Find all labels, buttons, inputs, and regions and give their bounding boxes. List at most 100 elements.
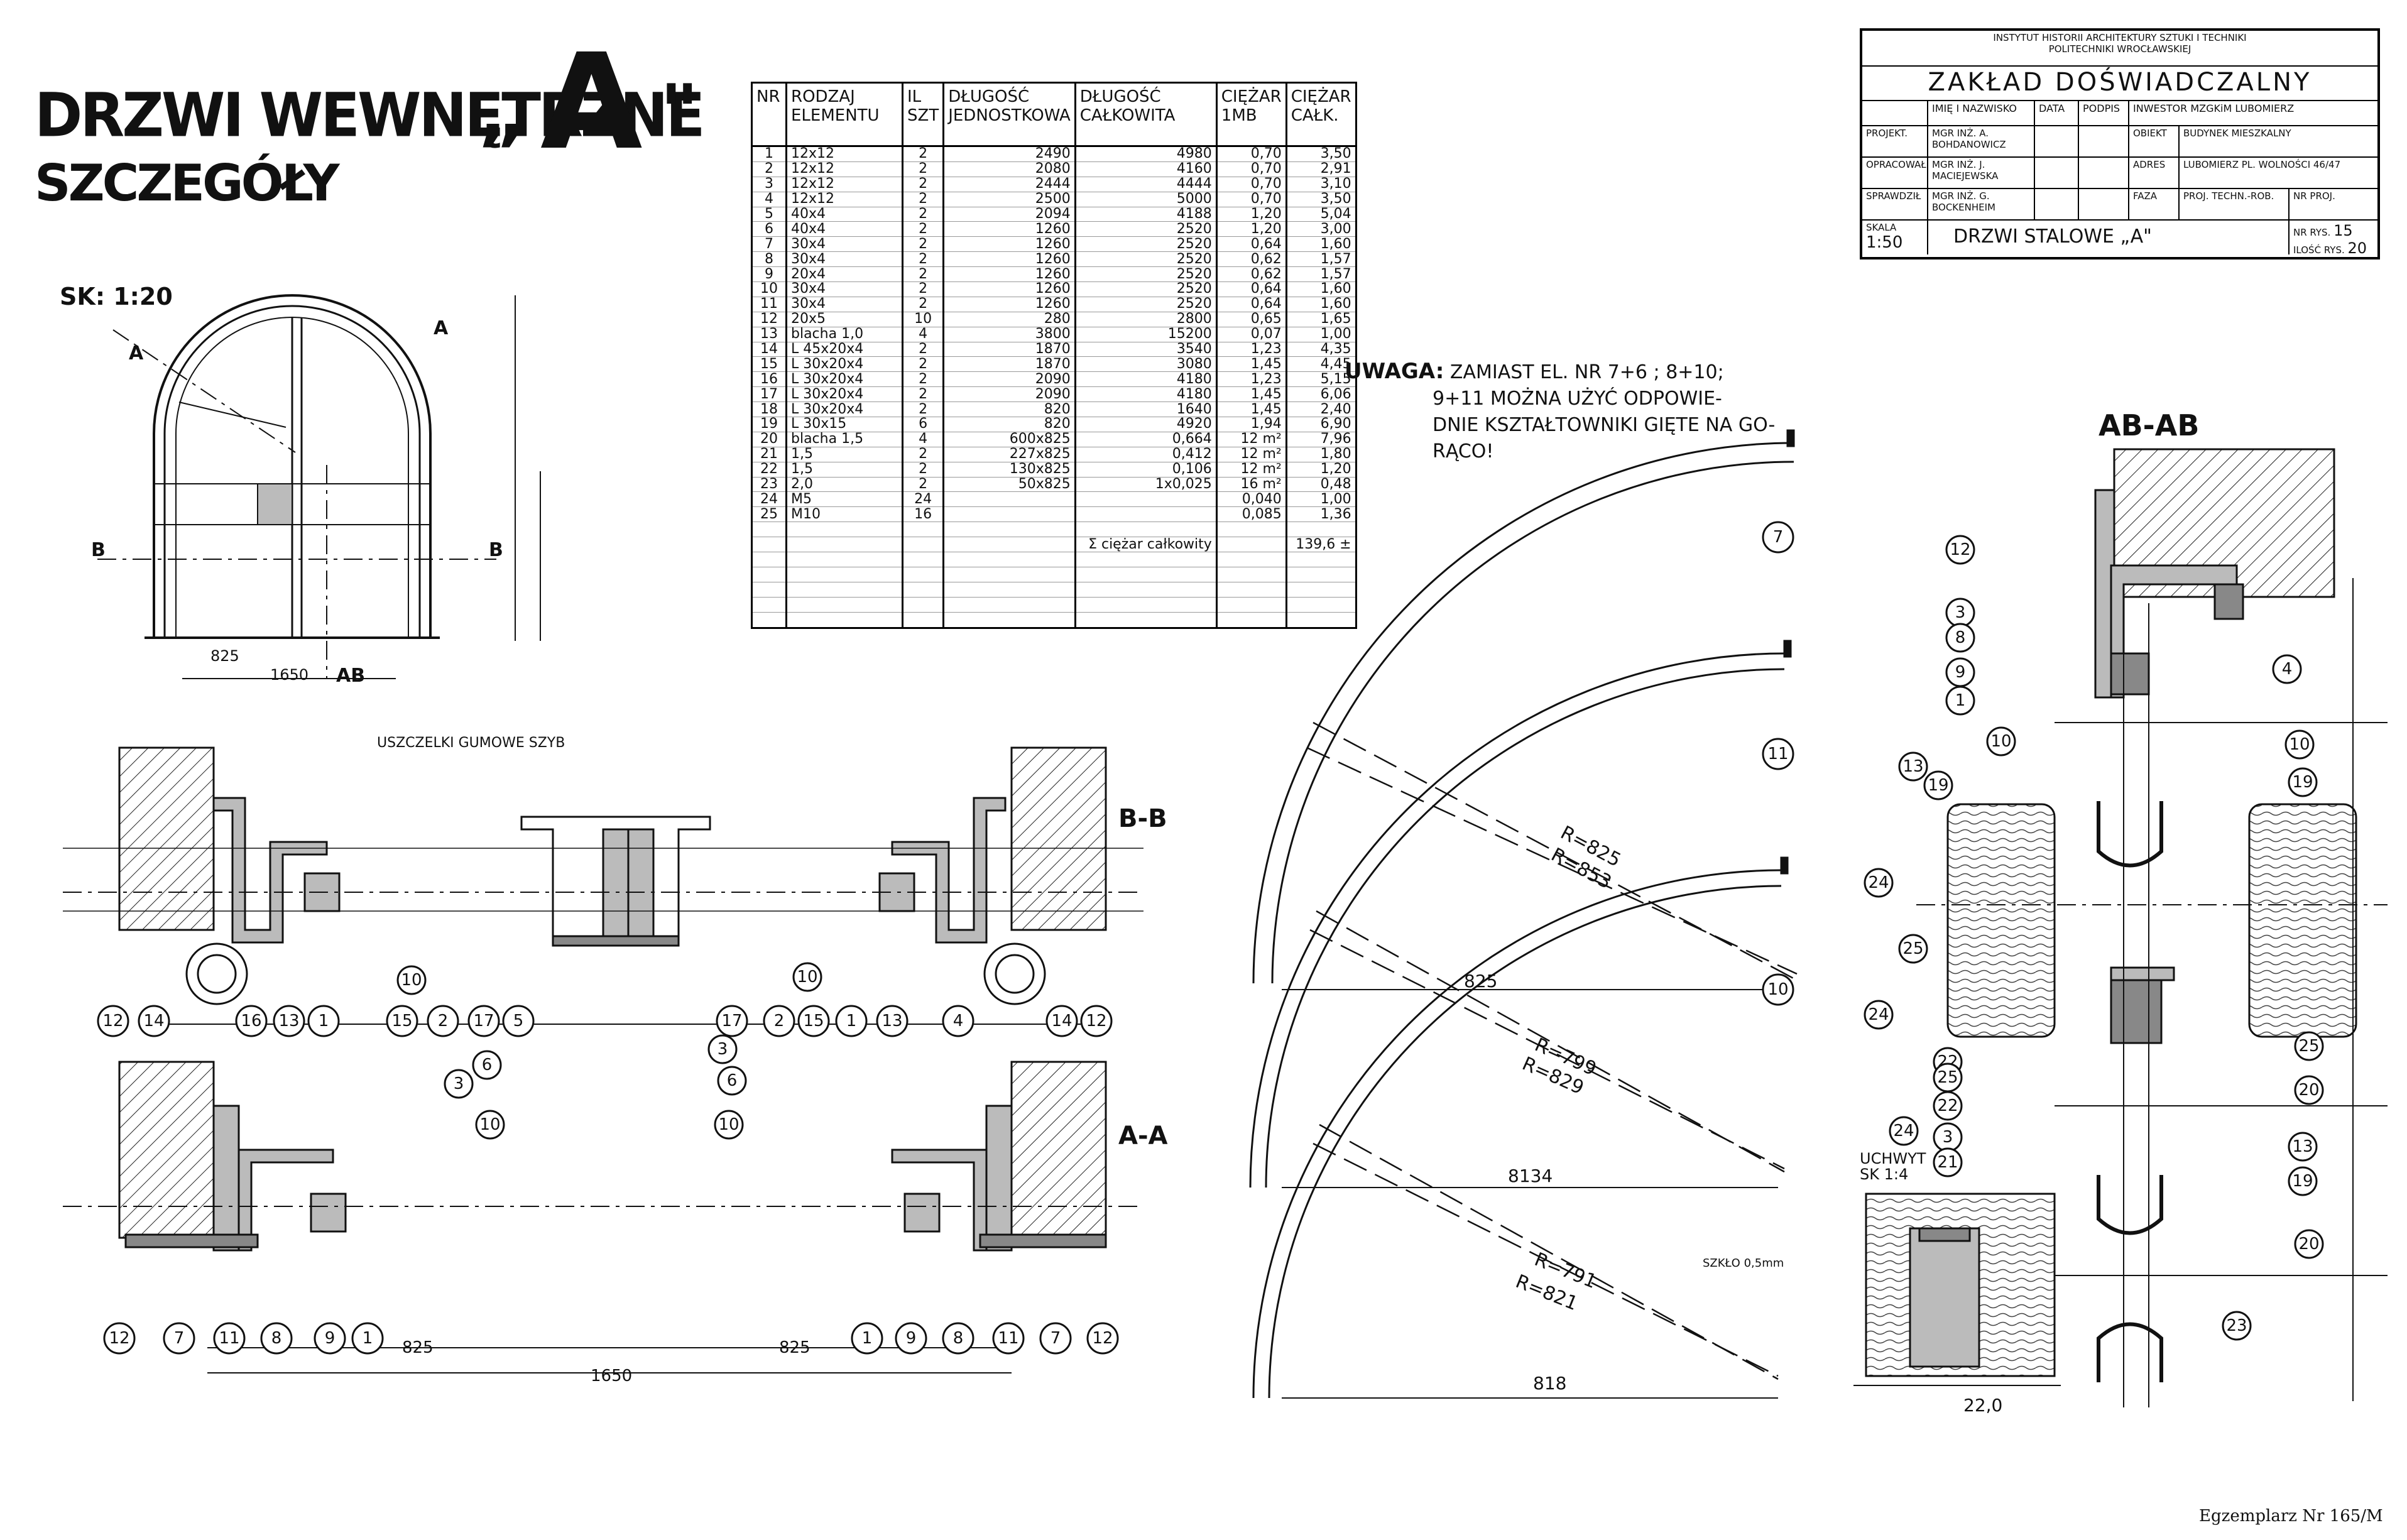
callout: 4 bbox=[942, 1005, 974, 1037]
parts-table-cell: 1,45 bbox=[1215, 401, 1287, 418]
svg-text:24: 24 bbox=[1868, 1005, 1889, 1024]
col-sign-label: PODPIS bbox=[2079, 100, 2129, 125]
svg-text:1: 1 bbox=[1955, 691, 1966, 710]
svg-text:25: 25 bbox=[1937, 1068, 1958, 1087]
parts-table-cell: M10 bbox=[785, 506, 903, 523]
parts-table-cell: 2800 bbox=[1074, 312, 1218, 327]
parts-table-cell: 1,20 bbox=[1285, 462, 1357, 478]
svg-text:1: 1 bbox=[319, 1012, 329, 1030]
parts-table-cell: 1,60 bbox=[1285, 297, 1357, 312]
parts-table-cell: 820 bbox=[942, 401, 1076, 418]
callout: 1 bbox=[851, 1322, 883, 1355]
callout: 2 bbox=[427, 1005, 459, 1037]
parts-table-cell bbox=[901, 522, 945, 538]
parts-table-cell: 2 bbox=[901, 251, 945, 268]
svg-text:7: 7 bbox=[174, 1329, 185, 1348]
svg-text:10: 10 bbox=[401, 971, 422, 990]
parts-table-cell: 0,70 bbox=[1215, 161, 1287, 177]
svg-text:12: 12 bbox=[1950, 540, 1970, 559]
project-no-label: NR PROJ. bbox=[2293, 190, 2335, 202]
parts-table-cell: 2,40 bbox=[1285, 401, 1357, 418]
col-qty: IL SZT bbox=[901, 82, 945, 147]
svg-text:19: 19 bbox=[2292, 773, 2313, 792]
svg-text:20: 20 bbox=[2298, 1235, 2319, 1253]
parts-table-cell: 1870 bbox=[942, 356, 1076, 373]
parts-table-cell bbox=[785, 537, 903, 553]
callout: 3 bbox=[444, 1069, 474, 1099]
parts-table-cell: 1260 bbox=[942, 266, 1076, 283]
parts-table-cell: 280 bbox=[942, 312, 1076, 327]
callout: 1 bbox=[351, 1322, 384, 1355]
callout: 9 bbox=[314, 1322, 346, 1355]
col-date-label: DATA bbox=[2035, 100, 2079, 125]
parts-table-cell: 23 bbox=[751, 477, 787, 493]
callout: 13 bbox=[2288, 1132, 2318, 1162]
parts-table-cell: 8 bbox=[751, 251, 787, 268]
svg-text:1: 1 bbox=[363, 1329, 373, 1348]
parts-table-cell: L 30x20x4 bbox=[785, 371, 903, 388]
svg-text:3: 3 bbox=[454, 1074, 464, 1093]
phase-value: PROJ. TECHN.-ROB. bbox=[2180, 188, 2290, 219]
svg-text:2: 2 bbox=[774, 1012, 785, 1030]
parts-table-cell: 12x12 bbox=[785, 161, 903, 177]
parts-table-cell: 4160 bbox=[1074, 161, 1218, 177]
parts-table-cell: 19 bbox=[751, 417, 787, 432]
note-label: UWAGA: bbox=[1345, 359, 1444, 384]
svg-text:9: 9 bbox=[906, 1329, 917, 1348]
parts-table-cell: 1260 bbox=[942, 281, 1076, 297]
note-line3: DNIE KSZTAŁTOWNIKI GIĘTE NA GO- bbox=[1433, 414, 1776, 436]
door-elevation bbox=[97, 294, 541, 679]
svg-text:12: 12 bbox=[109, 1329, 129, 1348]
parts-table-cell bbox=[901, 597, 945, 613]
sheets-count: 20 bbox=[2347, 239, 2367, 254]
title-block: INSTYTUT HISTORII ARCHITEKTURY SZTUKI I … bbox=[1860, 28, 2380, 259]
callout: 7 bbox=[163, 1322, 195, 1355]
checker-name: MGR INŻ. G. BOCKENHEIM bbox=[1928, 188, 2035, 219]
callout: 7 bbox=[1039, 1322, 1072, 1355]
callout: 23 bbox=[2222, 1311, 2252, 1341]
parts-table-cell bbox=[901, 567, 945, 582]
copy-number: Egzemplarz Nr 165/M bbox=[2199, 1507, 2383, 1526]
parts-table-cell: 2444 bbox=[942, 177, 1076, 192]
parts-table-cell: 6 bbox=[901, 417, 945, 432]
parts-table-cell: 0,70 bbox=[1215, 192, 1287, 207]
parts-table-cell bbox=[1074, 597, 1218, 613]
parts-table-cell: 2 bbox=[901, 297, 945, 312]
parts-table-cell: 2 bbox=[901, 266, 945, 283]
parts-table-cell bbox=[942, 522, 1076, 538]
parts-table-cell bbox=[751, 582, 787, 598]
callout: 10 bbox=[1762, 973, 1794, 1006]
section-bb bbox=[63, 746, 1143, 1025]
section-mark-b-left: B bbox=[91, 539, 106, 561]
parts-table-cell: 2 bbox=[901, 477, 945, 493]
svg-text:8: 8 bbox=[953, 1329, 964, 1348]
parts-table-cell: 2520 bbox=[1074, 221, 1218, 238]
parts-table-cell: 22 bbox=[751, 462, 787, 478]
parts-table-cell: 3,00 bbox=[1285, 221, 1357, 238]
drawing-no-label: NR RYS. bbox=[2293, 227, 2331, 238]
parts-table-cell: 0,106 bbox=[1074, 462, 1218, 478]
callout: 20 bbox=[2294, 1229, 2324, 1259]
parts-table-cell: 1,45 bbox=[1215, 386, 1287, 403]
section-mark-ab: AB bbox=[336, 665, 366, 687]
parts-table-cell bbox=[942, 491, 1076, 508]
svg-text:7: 7 bbox=[1773, 528, 1784, 547]
parts-table-header: NR RODZAJ ELEMENTU IL SZT DŁUGOŚĆ JEDNOS… bbox=[751, 82, 1357, 147]
parts-table-cell: 4188 bbox=[1074, 207, 1218, 222]
parts-table-cell: 3,50 bbox=[1285, 146, 1357, 162]
parts-table-cell: 1,20 bbox=[1215, 207, 1287, 222]
parts-table-cell: 1,65 bbox=[1285, 312, 1357, 327]
parts-table-cell: 4980 bbox=[1074, 146, 1218, 162]
parts-table-cell bbox=[1285, 552, 1357, 567]
parts-table-cell bbox=[1215, 597, 1287, 613]
parts-table-cell: 1640 bbox=[1074, 401, 1218, 418]
parts-table-cell bbox=[751, 597, 787, 613]
parts-table-cell: 2 bbox=[901, 462, 945, 478]
svg-text:14: 14 bbox=[1051, 1012, 1072, 1030]
parts-table-cell: 1,60 bbox=[1285, 281, 1357, 297]
